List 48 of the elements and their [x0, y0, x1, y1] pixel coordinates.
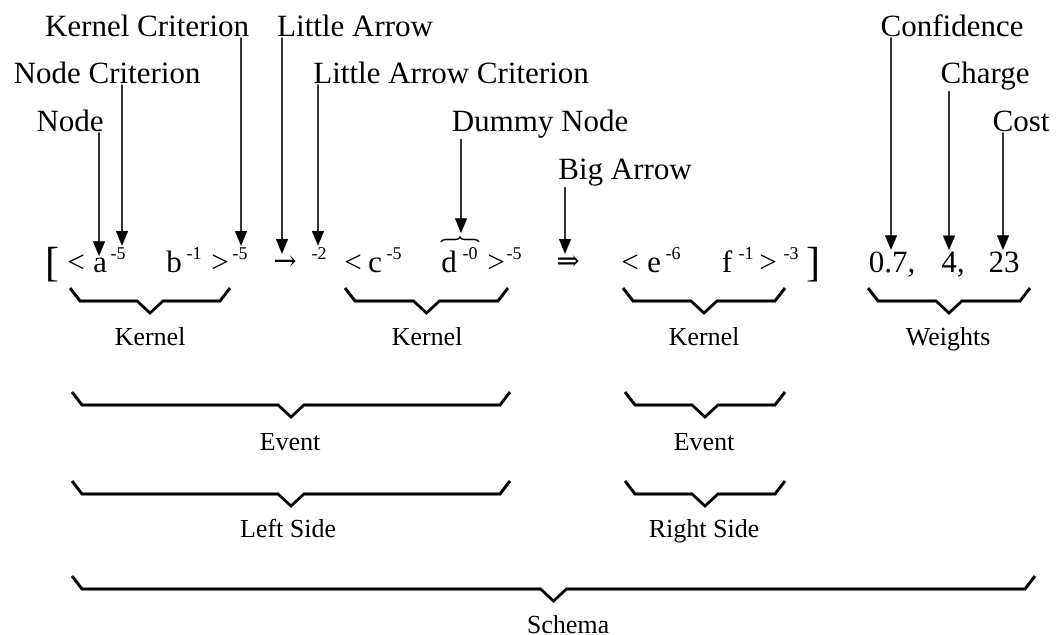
callout-label: Charge	[941, 61, 1029, 90]
bracket-label: Kernel	[392, 326, 462, 346]
bracket-label: Event	[674, 432, 735, 451]
callout-label: Little Arrow Criterion	[314, 61, 589, 84]
superscript: -1	[187, 247, 201, 259]
superscript: -2	[312, 247, 326, 259]
callout-label: Little Arrow	[278, 14, 433, 37]
callout-label: Dummy Node	[452, 109, 628, 138]
superscript: -5	[233, 247, 247, 260]
callout-label: Confidence	[881, 14, 1023, 37]
formula-symbol: f	[722, 250, 733, 272]
superscript: -5	[387, 247, 401, 260]
formula-symbol: 0.7,	[869, 251, 914, 277]
callout-label: Kernel Criterion	[45, 14, 249, 37]
formula-symbol: 4,	[942, 251, 963, 277]
formula-symbol: e	[648, 257, 660, 273]
formula-symbol: <	[622, 254, 638, 270]
bracket-label: Kernel	[669, 326, 739, 346]
bracket-symbol: ]	[807, 246, 817, 282]
bracket-label: Left Side	[240, 518, 336, 538]
superscript: -6	[666, 247, 680, 260]
formula-symbol: >	[760, 254, 776, 270]
formula-symbol: c	[369, 257, 381, 273]
callout-label: Big Arrow	[559, 158, 692, 186]
superscript: -5	[507, 247, 521, 260]
formula-symbol: b	[166, 250, 181, 273]
formula-symbol: <	[345, 254, 361, 270]
formula-symbol: >	[488, 254, 504, 270]
superscript: -1	[739, 247, 753, 259]
callout-label: Cost	[993, 110, 1050, 132]
callout-label: Node Criterion	[14, 61, 200, 84]
bracket-label: Schema	[528, 614, 609, 634]
superscript: -3	[784, 247, 798, 260]
bracket-label: Right Side	[649, 518, 759, 543]
formula-symbol: a	[94, 257, 107, 273]
superscript: -0	[463, 247, 477, 260]
formula-symbol: 23	[989, 251, 1019, 273]
formula-symbol: d	[442, 250, 457, 273]
arrow-symbol: ⇒	[557, 255, 579, 267]
formula-symbol: <	[68, 254, 84, 270]
callout-label: Node	[37, 109, 103, 132]
arrow-symbol: →	[274, 255, 296, 267]
bracket-label: Event	[260, 432, 321, 451]
bracket-symbol: [	[48, 246, 58, 282]
bracket-label: Kernel	[115, 326, 185, 346]
formula-symbol: >	[212, 254, 228, 270]
bracket-label: Weights	[905, 326, 990, 351]
superscript: -5	[111, 247, 125, 260]
